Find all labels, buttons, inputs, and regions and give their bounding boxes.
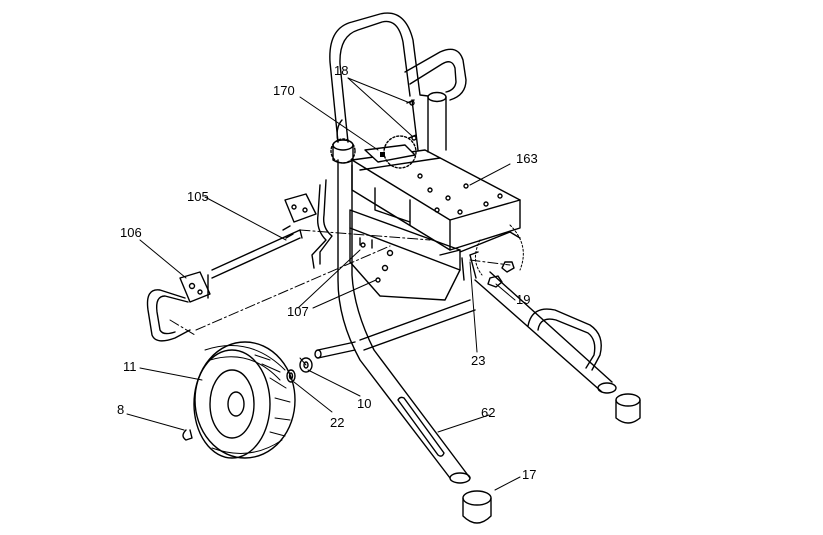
alignment-lines bbox=[169, 224, 524, 366]
callout-23: 23 bbox=[471, 353, 486, 368]
callout-107: 107 bbox=[287, 304, 309, 319]
frame-legs bbox=[314, 159, 617, 484]
mount-bracket bbox=[349, 99, 521, 301]
callout-22: 22 bbox=[330, 415, 345, 430]
callout-19: 19 bbox=[516, 292, 531, 307]
leader-lines bbox=[126, 77, 521, 491]
callout-105: 105 bbox=[187, 189, 209, 204]
callout-8: 8 bbox=[117, 402, 125, 417]
callout-11: 11 bbox=[123, 359, 137, 374]
cord-hanger bbox=[146, 179, 333, 342]
handle-tube bbox=[329, 12, 467, 164]
callout-18: 18 bbox=[334, 63, 349, 78]
nuts bbox=[469, 251, 515, 288]
callout-62: 62 bbox=[481, 405, 496, 420]
wheel bbox=[193, 341, 296, 459]
callout-10: 10 bbox=[357, 396, 372, 411]
callout-163: 163 bbox=[516, 151, 538, 166]
callout-106: 106 bbox=[120, 225, 142, 240]
washers bbox=[286, 357, 313, 383]
cotter-pin bbox=[182, 429, 193, 441]
callout-17: 17 bbox=[522, 467, 537, 482]
callout-170: 170 bbox=[273, 83, 295, 98]
feet bbox=[462, 393, 641, 524]
motor-box bbox=[330, 135, 521, 251]
